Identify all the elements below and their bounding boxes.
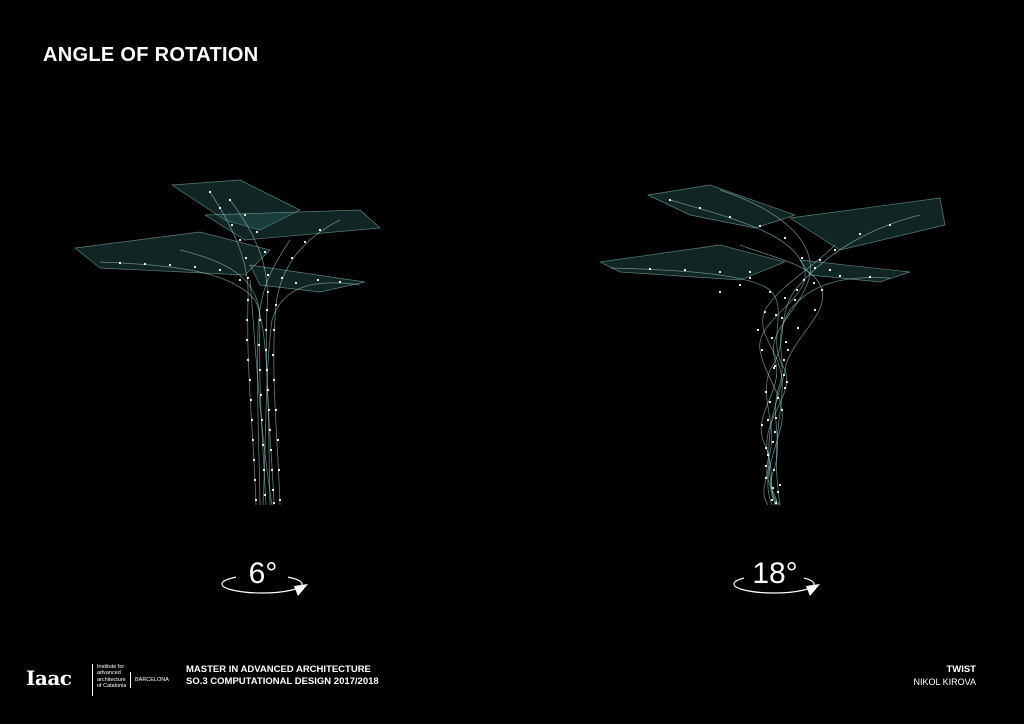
rotation-arrow-icon — [221, 568, 308, 596]
rotation-angle-indicator: 6° — [216, 556, 326, 606]
project-title: TWIST — [946, 664, 976, 675]
iaac-logo: Iaac — [26, 666, 72, 690]
author-name: NIKOL KIROVA — [913, 677, 976, 687]
program-name: MASTER IN ADVANCED ARCHITECTURE — [186, 664, 371, 675]
institute-name: Institute for advanced architecture of C… — [92, 664, 126, 696]
twist-structure-6-degree-drawing — [74, 179, 381, 506]
rotation-arrow-icon — [733, 568, 820, 596]
node-points-right — [648, 198, 892, 505]
rotation-angle-indicator: 18° — [728, 556, 838, 606]
rotation-angle-value: 6° — [248, 557, 278, 590]
institute-city: BARCELONA — [130, 672, 169, 688]
page-title: ANGLE OF ROTATION — [43, 44, 259, 66]
program-info: MASTER IN ADVANCED ARCHITECTURE SO.3 COM… — [186, 664, 379, 688]
course-name: SO.3 COMPUTATIONAL DESIGN 2017/2018 — [186, 676, 379, 687]
project-info: TWIST NIKOL KIROVA — [913, 664, 976, 688]
node-points-left — [118, 190, 342, 505]
twist-structure-18-degree-drawing — [598, 184, 946, 506]
rotation-angle-value: 18° — [752, 557, 798, 590]
twist-structure-18-degree — [590, 170, 950, 515]
twist-structure-6-degree — [60, 170, 390, 515]
